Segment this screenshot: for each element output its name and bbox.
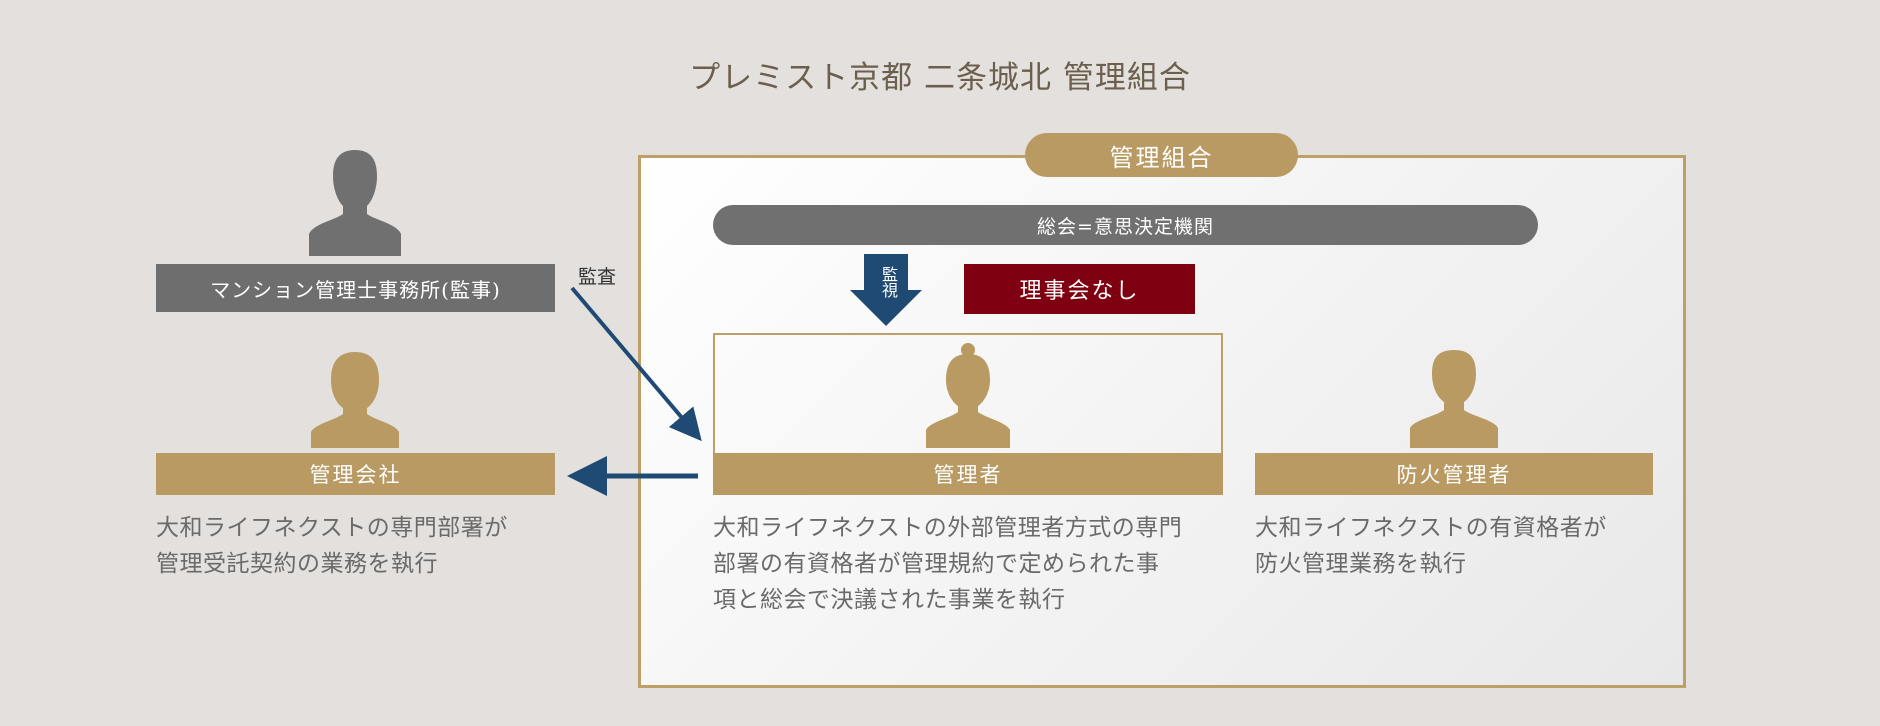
fire-manager-label: 防火管理者	[1255, 453, 1653, 495]
fire-manager-person-icon	[1410, 350, 1498, 448]
manager-label: 管理者	[713, 453, 1223, 495]
page-title: プレミスト京都 二条城北 管理組合	[689, 60, 1191, 96]
company-person-icon	[311, 352, 399, 448]
management-company-description: 大和ライフネクストの専門部署が 管理受託契約の業務を執行	[156, 515, 508, 577]
monitor-arrow-icon	[850, 254, 922, 326]
union-label: 管理組合	[1025, 133, 1298, 177]
management-company-label: 管理会社	[156, 453, 555, 495]
general-meeting-bar: 総会=意思決定機関	[713, 205, 1538, 245]
manager-person-icon	[926, 343, 1010, 448]
auditor-label: マンション管理士事務所(監事)	[156, 264, 555, 312]
fire-manager-description: 大和ライフネクストの有資格者が 防火管理業務を執行	[1255, 515, 1607, 577]
no-board-badge: 理事会なし	[964, 264, 1195, 314]
audit-label: 監査	[578, 266, 617, 288]
manager-description: 大和ライフネクストの外部管理者方式の専門 部署の有資格者が管理規約で定められた事…	[713, 515, 1183, 613]
monitor-label: 監視	[879, 266, 898, 298]
auditor-person-icon	[309, 150, 401, 256]
